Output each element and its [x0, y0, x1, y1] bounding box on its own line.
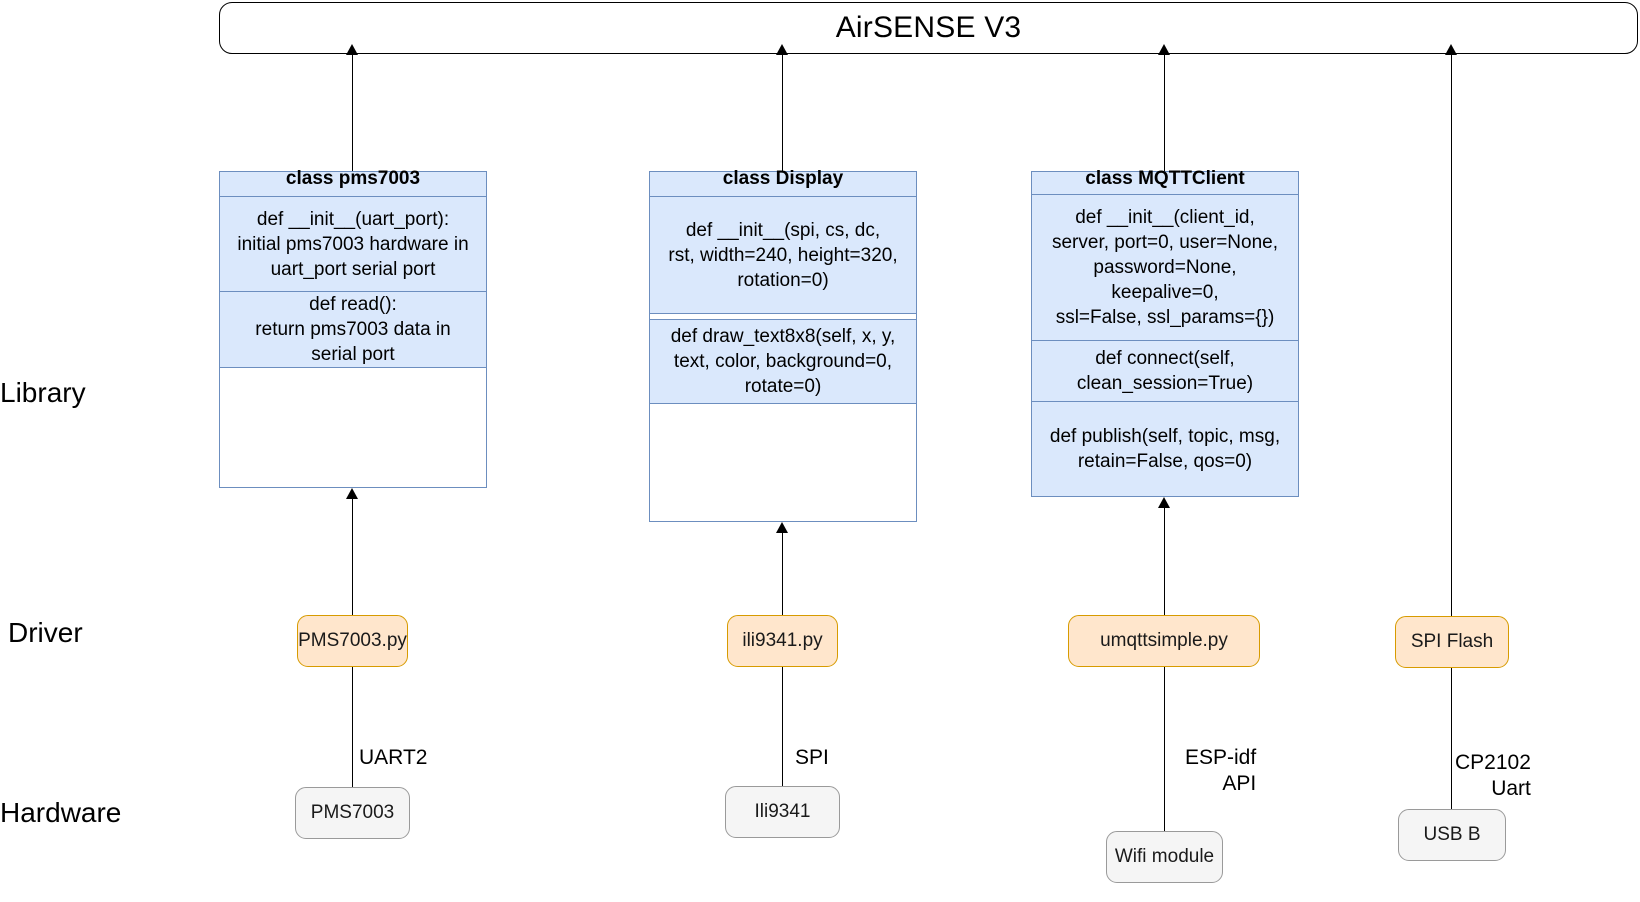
class-section-mqttclient-connect: def connect(self, clean_session=True) — [1032, 341, 1298, 402]
driver-box-umqttsimplepy[interactable]: umqttsimple.py — [1068, 615, 1260, 667]
hardware-box-usb-b[interactable]: USB B — [1398, 809, 1506, 861]
class-box-display: class Display def __init__(spi, cs, dc, … — [649, 169, 917, 522]
class-header-display: class Display — [650, 169, 916, 197]
connector-pms7003-to-system — [352, 54, 353, 171]
class-header-mqttclient: class MQTTClient — [1032, 169, 1298, 195]
connector-display-to-system — [782, 54, 783, 171]
arrowhead-spiflash-to-system — [1445, 44, 1457, 55]
class-box-mqttclient: class MQTTClient def __init__(client_id,… — [1031, 169, 1299, 497]
edge-label-espidf-line2: API — [1222, 772, 1257, 795]
arrowhead-umqttsimplepy-to-class — [1158, 497, 1170, 508]
arrowhead-ili9341py-to-class — [776, 522, 788, 533]
edge-label-cp2102-line1: CP2102 — [1455, 751, 1531, 774]
connector-ili9341py-to-class — [782, 532, 783, 615]
edge-label-espidf-line1: ESP-idf — [1185, 746, 1257, 769]
class-section-display-empty — [650, 404, 916, 521]
arrowhead-display-to-system — [776, 44, 788, 55]
system-bar-airsense-v3: AirSENSE V3 — [219, 2, 1638, 54]
connector-usbb-hw-to-driver — [1451, 668, 1452, 809]
class-box-pms7003: class pms7003 def __init__(uart_port): i… — [219, 169, 487, 488]
class-section-mqttclient-publish: def publish(self, topic, msg, retain=Fal… — [1032, 402, 1298, 496]
hardware-box-ili9341[interactable]: Ili9341 — [725, 786, 840, 838]
connector-wifi-hw-to-driver — [1164, 667, 1165, 831]
connector-umqttsimplepy-to-class — [1164, 507, 1165, 615]
hardware-box-wifi-module[interactable]: Wifi module — [1106, 831, 1223, 883]
class-section-pms7003-read: def read(): return pms7003 data in seria… — [220, 292, 486, 368]
connector-ili9341-hw-to-driver — [782, 667, 783, 786]
edge-label-cp2102-line2: Uart — [1491, 777, 1531, 800]
driver-box-pms7003py[interactable]: PMS7003.py — [297, 615, 408, 667]
lane-label-library: Library — [0, 377, 86, 408]
class-section-display-draw-text8x8: def draw_text8x8(self, x, y, text, color… — [650, 320, 916, 404]
driver-box-spi-flash[interactable]: SPI Flash — [1395, 616, 1509, 668]
arrowhead-pms7003-to-system — [346, 44, 358, 55]
class-section-mqttclient-init: def __init__(client_id, server, port=0, … — [1032, 195, 1298, 341]
system-title: AirSENSE V3 — [835, 11, 1022, 44]
connector-pms7003py-to-class — [352, 498, 353, 615]
driver-box-ili9341py[interactable]: ili9341.py — [727, 615, 838, 667]
hardware-box-pms7003[interactable]: PMS7003 — [295, 787, 410, 839]
class-section-pms7003-init: def __init__(uart_port): initial pms7003… — [220, 197, 486, 292]
arrowhead-mqttclient-to-system — [1158, 44, 1170, 55]
connector-pms7003-hw-to-driver — [352, 667, 353, 788]
connector-spiflash-to-system — [1451, 54, 1452, 616]
arrowhead-pms7003py-to-class — [346, 488, 358, 499]
lane-label-hardware: Hardware — [0, 797, 122, 828]
edge-label-spi: SPI — [795, 746, 829, 769]
edge-label-uart2: UART2 — [359, 746, 428, 769]
class-section-pms7003-empty — [220, 368, 486, 487]
class-section-display-init: def __init__(spi, cs, dc, rst, width=240… — [650, 197, 916, 314]
class-header-pms7003: class pms7003 — [220, 169, 486, 197]
lane-label-driver: Driver — [8, 617, 83, 648]
connector-mqttclient-to-system — [1164, 54, 1165, 171]
class-section-display-divider — [650, 314, 916, 320]
